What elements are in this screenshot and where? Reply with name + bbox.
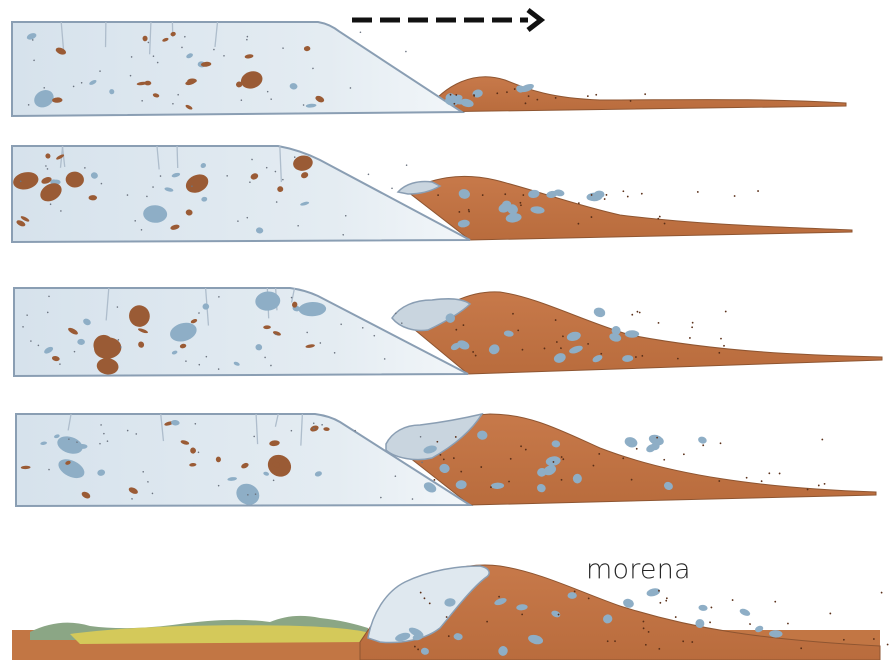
- dust-speck: [360, 31, 362, 33]
- till-speck: [627, 196, 629, 198]
- till-speck: [719, 442, 721, 444]
- till-speck: [520, 204, 522, 206]
- ice-crevasse: [177, 146, 178, 168]
- till-stone: [623, 435, 639, 449]
- till-speck: [659, 602, 661, 604]
- till-speck: [887, 643, 889, 645]
- till-deposit-3: [415, 292, 882, 374]
- stage-4: [16, 414, 876, 506]
- dust-speck: [406, 164, 408, 166]
- till-stone: [646, 587, 661, 598]
- till-speck: [436, 441, 438, 443]
- till-deposit-4: [405, 414, 876, 505]
- till-speck: [702, 444, 704, 446]
- till-speck: [757, 190, 759, 192]
- till-speck: [641, 192, 643, 194]
- ice-sheet-1: [12, 22, 462, 116]
- till-speck: [683, 453, 685, 455]
- till-speck: [710, 606, 712, 608]
- till-stone: [568, 592, 577, 599]
- till-speck: [829, 612, 831, 614]
- till-speck: [636, 311, 638, 313]
- till-stone: [625, 330, 639, 337]
- dust-speck: [405, 51, 407, 53]
- till-speck: [622, 190, 624, 192]
- ice-sheet-2: [12, 146, 470, 242]
- till-speck: [689, 337, 691, 339]
- till-stone: [697, 436, 707, 445]
- till-speck: [658, 322, 660, 324]
- till-stone: [698, 604, 708, 611]
- till-stone: [739, 607, 752, 617]
- till-speck: [768, 472, 770, 474]
- till-stone: [573, 474, 582, 484]
- till-speck: [880, 591, 882, 593]
- till-speck: [774, 600, 776, 602]
- stage-2: [12, 146, 852, 242]
- till-speck: [605, 194, 607, 196]
- till-speck: [746, 477, 748, 479]
- till-stone: [593, 306, 607, 318]
- till-speck: [675, 616, 677, 618]
- till-speck: [561, 479, 563, 481]
- till-speck: [639, 312, 641, 314]
- till-speck: [824, 483, 826, 485]
- till-speck: [821, 438, 823, 440]
- till-speck: [604, 198, 606, 200]
- till-speck: [749, 623, 751, 625]
- till-speck: [731, 599, 733, 601]
- till-speck: [663, 459, 665, 461]
- till-speck: [725, 310, 727, 312]
- till-speck: [665, 600, 667, 602]
- till-speck: [636, 448, 638, 450]
- till-speck: [659, 215, 661, 217]
- till-speck: [760, 480, 762, 482]
- till-speck: [697, 191, 699, 193]
- till-speck: [455, 436, 457, 438]
- stage-1: [12, 22, 846, 116]
- till-speck: [691, 326, 693, 328]
- till-speck: [709, 621, 711, 623]
- till-speck: [595, 94, 597, 96]
- stage-5: [12, 565, 880, 660]
- till-speck: [723, 345, 725, 347]
- till-speck: [778, 472, 780, 474]
- ice-sheet-3: [14, 288, 468, 376]
- till-speck: [644, 93, 646, 95]
- flow-direction-arrow: [352, 10, 541, 30]
- till-speck: [587, 95, 589, 97]
- dust-speck: [367, 173, 369, 175]
- till-speck: [818, 484, 820, 486]
- till-speck: [787, 622, 789, 624]
- till-speck: [666, 597, 668, 599]
- moraine-label: morena: [586, 556, 691, 583]
- till-deposit-2: [408, 176, 852, 240]
- till-speck: [720, 338, 722, 340]
- till-speck: [691, 321, 693, 323]
- till-speck: [631, 314, 633, 316]
- dust-speck: [391, 187, 393, 189]
- till-deposit-1: [425, 77, 846, 112]
- till-speck: [734, 195, 736, 197]
